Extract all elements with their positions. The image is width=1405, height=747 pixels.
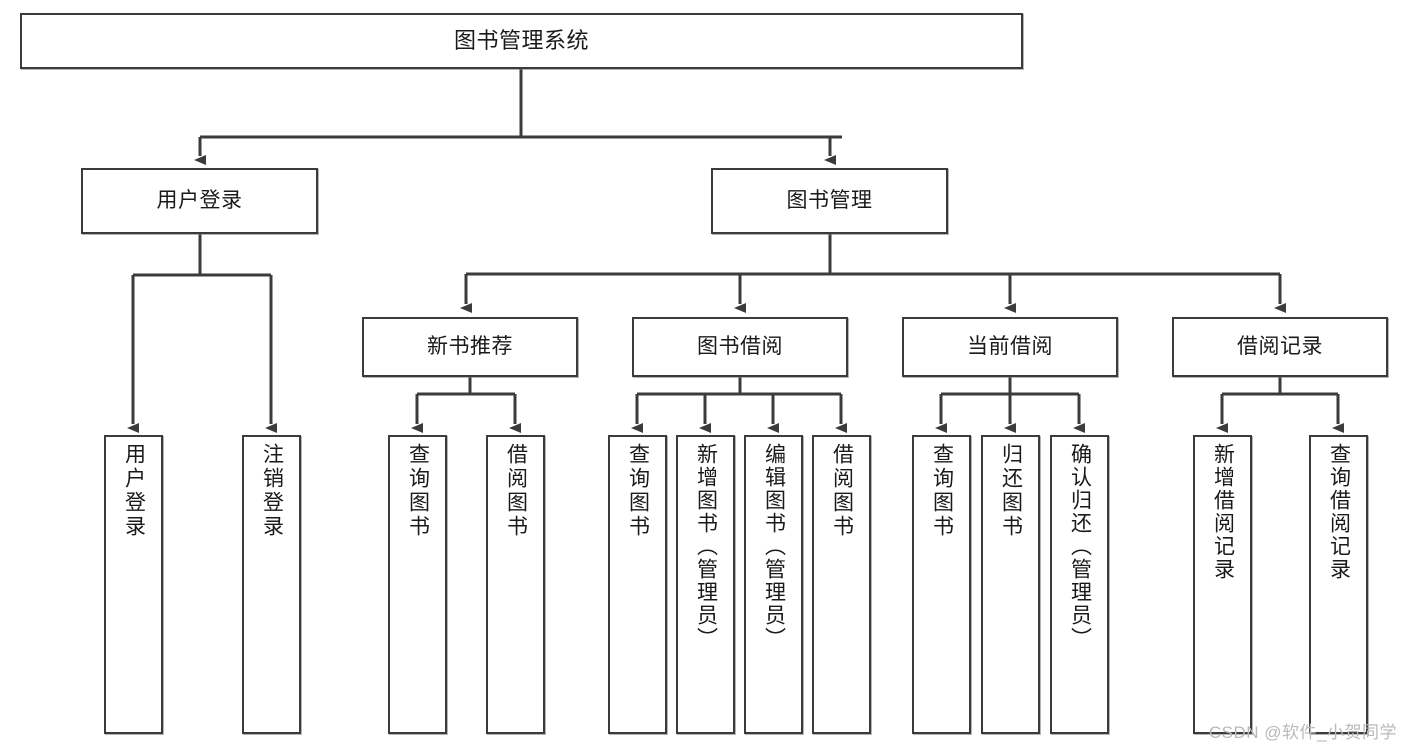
node-label: 归还图书 bbox=[999, 443, 1023, 539]
leaf-confirm-return-admin[interactable]: 确认归还（管理员） bbox=[1050, 435, 1109, 734]
leaf-add-borrow-record[interactable]: 新增借阅记录 bbox=[1193, 435, 1252, 734]
leaf-query-book-recommend[interactable]: 查询图书 bbox=[388, 435, 447, 734]
node-root-system[interactable]: 图书管理系统 bbox=[20, 13, 1023, 69]
node-label: 图书借阅 bbox=[697, 334, 783, 358]
leaf-query-borrow-record[interactable]: 查询借阅记录 bbox=[1309, 435, 1368, 734]
node-user-login[interactable]: 用户登录 bbox=[81, 168, 318, 234]
node-label: 新增借阅记录 bbox=[1211, 443, 1235, 581]
leaf-return-book[interactable]: 归还图书 bbox=[981, 435, 1040, 734]
node-label: 借阅记录 bbox=[1237, 334, 1323, 358]
node-label: 注销登录 bbox=[260, 443, 284, 539]
node-new-book-recommend[interactable]: 新书推荐 bbox=[362, 317, 578, 377]
node-book-borrow[interactable]: 图书借阅 bbox=[632, 317, 848, 377]
node-borrow-record[interactable]: 借阅记录 bbox=[1172, 317, 1388, 377]
node-label: 查询图书 bbox=[406, 443, 430, 539]
node-label: 查询图书 bbox=[930, 443, 954, 539]
node-label: 查询图书 bbox=[626, 443, 650, 539]
node-label: 借阅图书 bbox=[504, 443, 528, 539]
node-label: 图书管理系统 bbox=[453, 28, 589, 54]
node-label: 编辑图书（管理员） bbox=[762, 443, 786, 650]
leaf-borrow-book[interactable]: 借阅图书 bbox=[812, 435, 871, 734]
leaf-logout[interactable]: 注销登录 bbox=[242, 435, 301, 734]
node-label: 当前借阅 bbox=[967, 334, 1053, 358]
node-label: 图书管理 bbox=[786, 188, 873, 212]
leaf-query-book-current[interactable]: 查询图书 bbox=[912, 435, 971, 734]
watermark-text: CSDN @软件_小贺同学 bbox=[1208, 723, 1397, 742]
node-label: 新增图书（管理员） bbox=[694, 443, 718, 650]
leaf-edit-book-admin[interactable]: 编辑图书（管理员） bbox=[744, 435, 803, 734]
node-label: 用户登录 bbox=[156, 188, 243, 212]
node-label: 新书推荐 bbox=[427, 334, 513, 358]
leaf-query-book-borrow[interactable]: 查询图书 bbox=[608, 435, 667, 734]
node-book-management[interactable]: 图书管理 bbox=[711, 168, 948, 234]
node-label: 确认归还（管理员） bbox=[1068, 443, 1092, 650]
node-label: 查询借阅记录 bbox=[1327, 443, 1351, 581]
leaf-user-login[interactable]: 用户登录 bbox=[104, 435, 163, 734]
leaf-add-book-admin[interactable]: 新增图书（管理员） bbox=[676, 435, 735, 734]
node-label: 用户登录 bbox=[122, 443, 146, 539]
node-current-borrow[interactable]: 当前借阅 bbox=[902, 317, 1118, 377]
node-label: 借阅图书 bbox=[830, 443, 854, 539]
leaf-borrow-book-recommend[interactable]: 借阅图书 bbox=[486, 435, 545, 734]
